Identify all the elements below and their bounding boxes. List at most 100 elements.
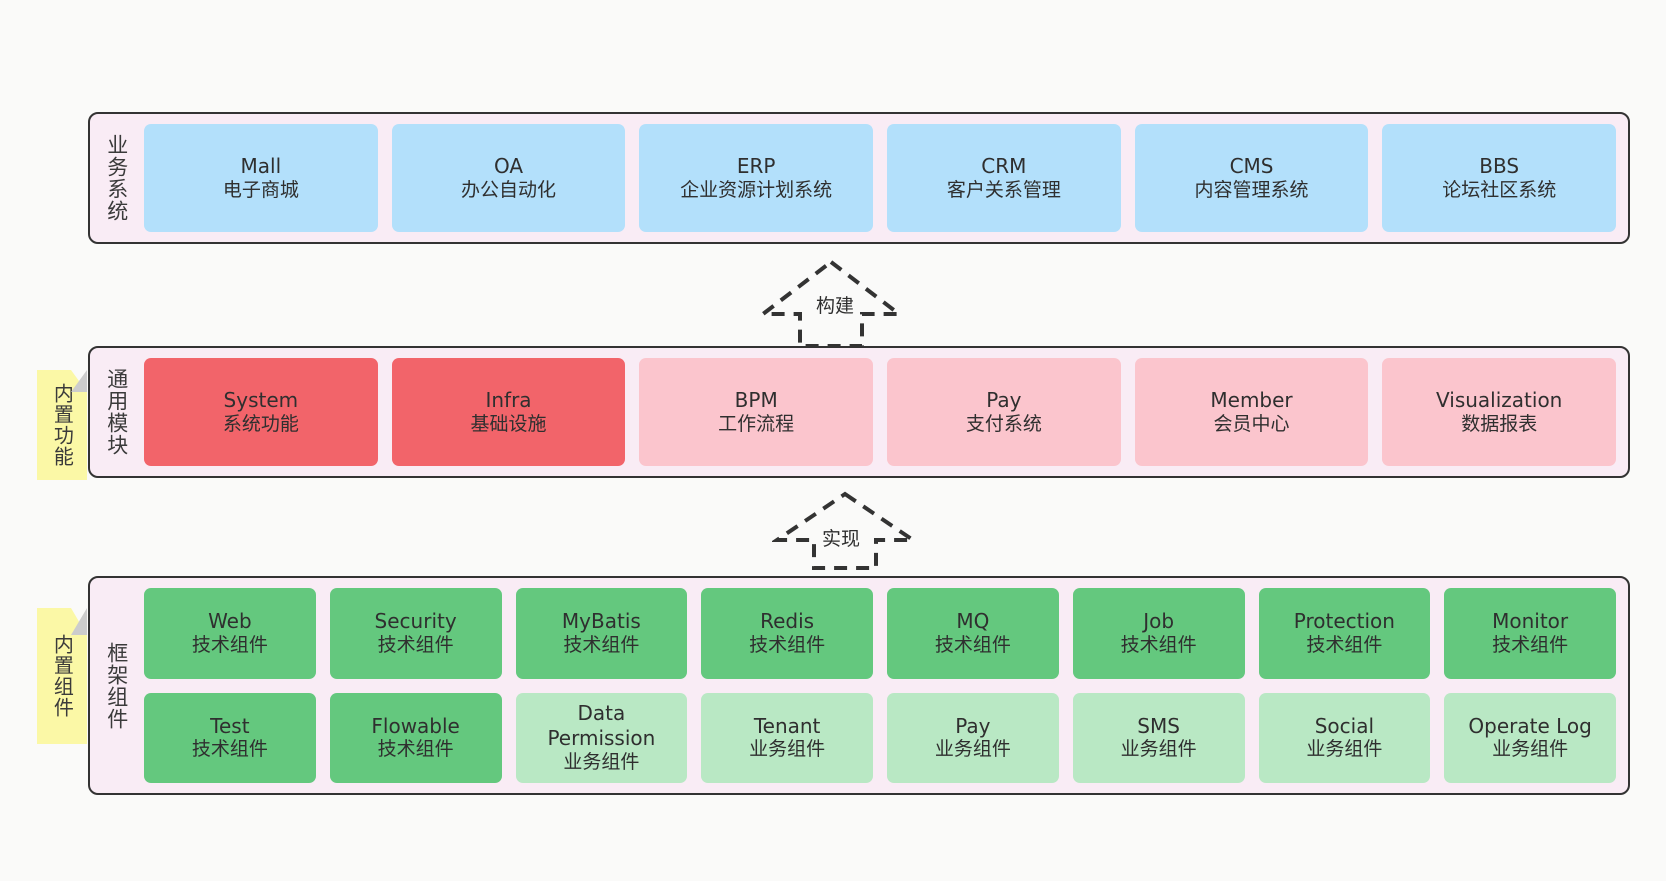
card-pay-business[interactable]: Pay 业务组件 [887, 692, 1059, 783]
card-title-cn: 技术组件 [1492, 633, 1569, 656]
card-title-cn: 业务组件 [749, 738, 826, 761]
card-title-cn: 技术组件 [377, 633, 454, 656]
card-title-cn: 数据报表 [1461, 412, 1538, 435]
card-title-cn: 业务组件 [934, 738, 1011, 761]
card-title-en: Mall [240, 153, 282, 178]
card-title-en: Security [374, 609, 457, 634]
card-title-en: Test [210, 713, 250, 738]
card-title-en: Tenant [753, 713, 821, 738]
card-title-en: Operate Log [1468, 713, 1592, 738]
card-title-en: Protection [1293, 609, 1395, 634]
sticky-fold-corner-icon [71, 608, 87, 635]
card-title-cn: 客户关系管理 [946, 178, 1061, 201]
card-title-cn: 技术组件 [1306, 633, 1383, 656]
card-pay[interactable]: Pay 支付系统 [887, 358, 1121, 466]
card-redis[interactable]: Redis 技术组件 [701, 588, 873, 679]
card-title-cn: 业务组件 [1120, 738, 1197, 761]
layer-panel-common-module[interactable]: 通用模块 System 系统功能 Infra 基础设施 BPM 工作流程 Pay… [88, 346, 1630, 478]
card-title-cn: 技术组件 [377, 738, 454, 761]
card-visualization[interactable]: Visualization 数据报表 [1382, 358, 1617, 466]
layer-title-common-module: 通用模块 [104, 368, 129, 456]
sticky-note-label: 内置功能 [50, 383, 75, 467]
card-bbs[interactable]: BBS 论坛社区系统 [1382, 124, 1617, 232]
card-title-en: Redis [760, 609, 815, 634]
card-title-cn: 技术组件 [934, 633, 1011, 656]
card-mybatis[interactable]: MyBatis 技术组件 [515, 588, 688, 679]
card-title-cn: 业务组件 [1492, 738, 1569, 761]
layer-panel-business[interactable]: 业务系统 Mall 电子商城 OA 办公自动化 ERP 企业资源计划系统 CRM… [88, 112, 1630, 244]
sticky-note-label: 内置组件 [50, 634, 75, 718]
card-sms[interactable]: SMS 业务组件 [1072, 692, 1245, 783]
card-row-business: Test 技术组件 Flowable 技术组件 Data Permission … [144, 692, 1616, 783]
card-social[interactable]: Social 业务组件 [1258, 692, 1431, 783]
card-title-cn: 技术组件 [191, 633, 268, 656]
card-infra[interactable]: Infra 基础设施 [391, 358, 626, 466]
card-flowable[interactable]: Flowable 技术组件 [329, 692, 502, 783]
card-title-en: Infra [485, 387, 532, 412]
card-web[interactable]: Web 技术组件 [144, 588, 316, 679]
connector-implement-arrow [772, 490, 918, 572]
card-mq[interactable]: MQ 技术组件 [887, 588, 1059, 679]
card-title-cn: 业务组件 [1306, 738, 1383, 761]
sticky-fold-corner-icon [71, 370, 87, 392]
card-mall[interactable]: Mall 电子商城 [144, 124, 378, 232]
card-title-cn: 电子商城 [222, 178, 299, 201]
card-protection[interactable]: Protection 技术组件 [1258, 588, 1431, 679]
card-title-cn: 基础设施 [470, 412, 547, 435]
card-title-en: MQ [956, 609, 990, 634]
connector-build-label: 构建 [816, 295, 855, 317]
card-title-cn: 技术组件 [563, 633, 640, 656]
card-title-en: MyBatis [561, 609, 641, 634]
card-bpm[interactable]: BPM 工作流程 [639, 358, 874, 466]
card-title-cn: 技术组件 [1120, 633, 1197, 656]
card-title-en: Visualization [1436, 387, 1563, 412]
card-system[interactable]: System 系统功能 [144, 358, 378, 466]
card-data-permission[interactable]: Data Permission 业务组件 [515, 692, 688, 783]
card-title-cn: 会员中心 [1213, 412, 1290, 435]
card-title-en: System [223, 387, 299, 412]
card-title-cn: 技术组件 [749, 633, 826, 656]
card-title-en: ERP [736, 153, 776, 178]
card-test[interactable]: Test 技术组件 [144, 692, 316, 783]
layer-title-framework-component: 框架组件 [104, 641, 129, 730]
card-oa[interactable]: OA 办公自动化 [391, 124, 626, 232]
card-security[interactable]: Security 技术组件 [329, 588, 502, 679]
card-title-en: CMS [1229, 153, 1274, 178]
card-title-cn: 办公自动化 [461, 178, 557, 201]
card-title-en: Member [1210, 387, 1293, 412]
card-job[interactable]: Job 技术组件 [1072, 588, 1245, 679]
card-tenant[interactable]: Tenant 业务组件 [701, 692, 873, 783]
card-title-cn: 支付系统 [965, 412, 1042, 435]
card-row-tech: Web 技术组件 Security 技术组件 MyBatis 技术组件 Redi… [144, 588, 1616, 679]
card-title-cn: 系统功能 [222, 412, 299, 435]
card-group-business: Mall 电子商城 OA 办公自动化 ERP 企业资源计划系统 CRM 客户关系… [136, 124, 1617, 232]
card-title-cn: 内容管理系统 [1194, 178, 1309, 201]
card-title-en: Job [1143, 609, 1175, 634]
card-title-en: Flowable [371, 713, 460, 738]
card-crm[interactable]: CRM 客户关系管理 [887, 124, 1121, 232]
card-title-cn: 论坛社区系统 [1442, 178, 1557, 201]
sticky-note-builtin-function[interactable]: 内置功能 [37, 370, 87, 480]
card-title-en: Web [208, 609, 252, 634]
card-title-en: BPM [734, 387, 778, 412]
card-title-cn: 企业资源计划系统 [680, 178, 833, 201]
card-group-common-module: System 系统功能 Infra 基础设施 BPM 工作流程 Pay 支付系统… [136, 358, 1617, 466]
card-title-cn: 业务组件 [563, 750, 640, 773]
card-title-en: CRM [981, 153, 1027, 178]
card-operate-log[interactable]: Operate Log 业务组件 [1444, 692, 1616, 783]
card-member[interactable]: Member 会员中心 [1134, 358, 1369, 466]
card-title-en: BBS [1479, 153, 1520, 178]
card-title-cn: 技术组件 [191, 738, 268, 761]
card-title-en: Pay [955, 713, 991, 738]
card-title-en: Data Permission [547, 701, 656, 750]
card-title-en: OA [493, 153, 524, 178]
card-erp[interactable]: ERP 企业资源计划系统 [639, 124, 874, 232]
layer-panel-framework-component[interactable]: 框架组件 Web 技术组件 Security 技术组件 MyBatis 技术组件… [88, 576, 1630, 795]
layer-title-business: 业务系统 [104, 134, 129, 222]
card-title-en: Social [1314, 713, 1375, 738]
card-monitor[interactable]: Monitor 技术组件 [1444, 588, 1616, 679]
connector-implement-label: 实现 [822, 528, 861, 550]
card-title-en: SMS [1137, 713, 1180, 738]
card-cms[interactable]: CMS 内容管理系统 [1134, 124, 1369, 232]
